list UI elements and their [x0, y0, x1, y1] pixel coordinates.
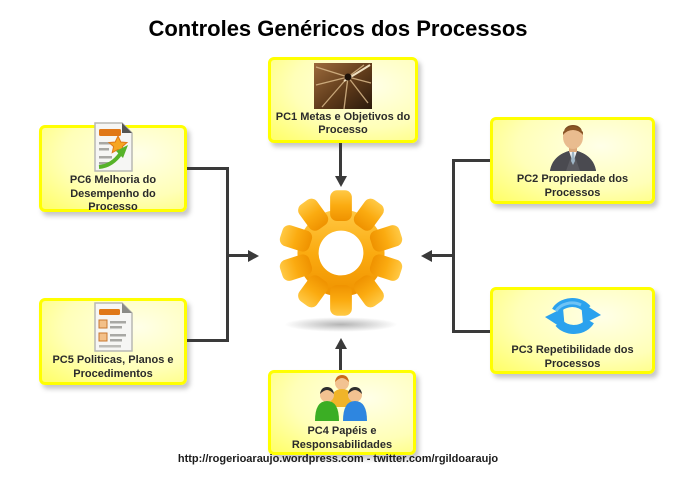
process-control-box-pc1: PC1 Metas e Objetivos do Processo	[268, 57, 418, 143]
connector-pc3-branch	[452, 330, 490, 333]
diagram-title: Controles Genéricos dos Processos	[148, 16, 528, 41]
node-label-pc5: PC5 Politicas, Planos e Procedimentos	[52, 354, 174, 380]
arrowhead-left-icon	[421, 249, 432, 262]
arrowhead-right-icon	[248, 249, 259, 262]
node-label-pc3: PC3 Repetibilidade dos Processos	[511, 344, 634, 370]
connector-pc2-branch	[452, 159, 490, 162]
node-label-pc6: PC6 Melhoria do Desempenho do Processo	[69, 174, 157, 214]
connector-pc6-branch	[187, 167, 227, 170]
process-control-box-pc4: PC4 Papéis e Responsabilidades	[268, 370, 416, 455]
gear-shadow	[284, 317, 398, 332]
document-checklist-icon	[90, 302, 136, 352]
people-group-icon	[312, 373, 372, 423]
connector-right-vertical	[452, 159, 455, 333]
connector-pc1-gear	[339, 143, 342, 176]
connector-right-arrow-shaft	[432, 254, 454, 257]
arrowhead-up-icon	[334, 338, 347, 349]
businessman-icon	[542, 121, 604, 172]
footer-credits: http://rogerioaraujo.wordpress.com - twi…	[177, 453, 499, 465]
refresh-arrows-icon	[541, 290, 605, 342]
process-control-box-pc3: PC3 Repetibilidade dos Processos	[490, 287, 655, 374]
connector-pc5-branch	[187, 339, 227, 342]
document-improvement-icon	[90, 122, 136, 173]
process-control-box-pc2: PC2 Propriedade dos Processos	[490, 117, 655, 204]
dartboard-photo-icon	[314, 62, 372, 109]
process-control-box-pc6: PC6 Melhoria do Desempenho do Processo	[39, 122, 187, 214]
connector-pc4-gear	[339, 349, 342, 370]
node-label-pc1: PC1 Metas e Objetivos do Processo	[275, 110, 411, 136]
gear-icon	[277, 189, 405, 317]
connector-left-arrow-shaft	[226, 254, 248, 257]
arrowhead-down-icon	[334, 176, 347, 187]
process-control-box-pc5: PC5 Politicas, Planos e Procedimentos	[39, 298, 187, 385]
node-label-pc2: PC2 Propriedade dos Processos	[516, 173, 629, 199]
node-label-pc4: PC4 Papéis e Responsabilidades	[291, 425, 393, 451]
